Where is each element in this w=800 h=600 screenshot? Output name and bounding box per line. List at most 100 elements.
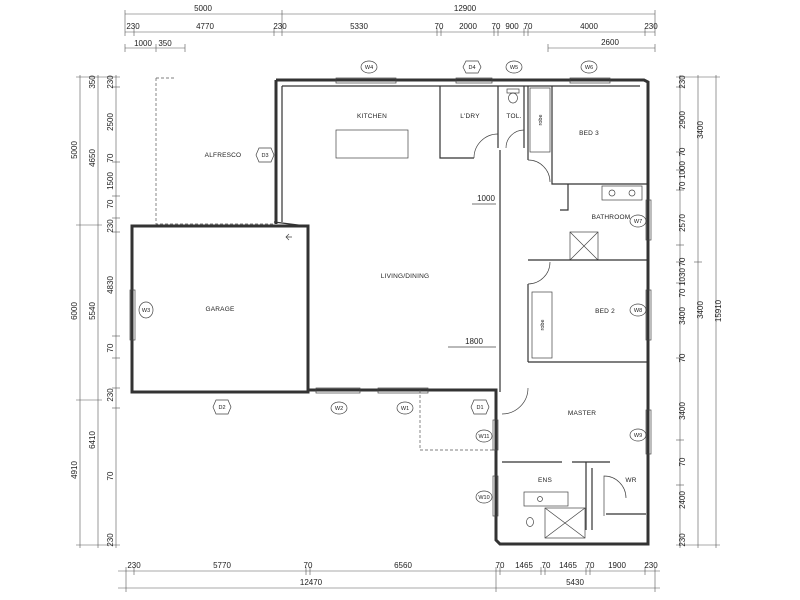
dim-left-70: 70 [106,343,115,352]
tag-w9: W9 [629,428,647,442]
dim-bottom-1465: 1465 [559,561,577,570]
tag-w11-label: W11 [479,434,490,440]
dim-bottom-1465: 1465 [515,561,533,570]
dim-bottom-1900: 1900 [608,561,626,570]
room-garage: GARAGE [205,306,234,313]
dim-top-4000: 4000 [580,22,598,31]
dim-right-3400: 3400 [678,402,687,420]
dim-left-6410: 6410 [88,431,97,449]
tag-w7: W7 [629,214,647,228]
tag-w7-label: W7 [634,219,642,225]
dim-top-350: 350 [158,39,172,48]
dim-top-70: 70 [524,22,533,31]
room-bed2: BED 2 [595,308,615,315]
tag-d3-label: D3 [261,153,268,159]
tag-w8-label: W8 [634,308,642,314]
dim-right-3400: 3400 [696,301,705,319]
dim-bottom-5770: 5770 [213,561,231,570]
tag-w2-label: W2 [335,406,343,412]
dim-bottom-70: 70 [304,561,313,570]
dim-left-230: 230 [106,388,115,402]
tag-w5: W5 [505,60,523,74]
tag-w2: W2 [330,401,348,415]
dim-left-230: 230 [106,533,115,547]
dim-left-230: 230 [106,219,115,233]
dim-bottom-70: 70 [542,561,551,570]
dim-top-overall-12900: 12900 [454,4,477,13]
walls [130,77,650,546]
openings [129,77,652,517]
dim-left-70: 70 [106,471,115,480]
dim-right-3400: 3400 [696,121,705,139]
dim-top-1000: 1000 [134,39,152,48]
tag-w3-label: W3 [142,308,150,314]
tag-w1: W1 [396,401,414,415]
dim-left-230: 230 [106,75,115,89]
tag-d3: D3 [255,147,275,163]
dim-left-5540: 5540 [88,302,97,320]
dim-left-4910: 4910 [70,461,79,479]
room-ensuite: ENS [538,477,552,484]
room-kitchen: KITCHEN [357,113,387,120]
tag-d2-label: D2 [218,405,225,411]
dim-left-1500: 1500 [106,172,115,190]
dim-left-350: 350 [88,75,97,89]
dim-right-230: 230 [678,533,687,547]
tag-w4: W4 [360,60,378,74]
dim-left-4830: 4830 [106,276,115,294]
tag-d1: D1 [470,399,490,415]
top-dimensions: 5000 12900 230 4770 230 5330 70 2000 70 … [126,4,658,48]
dim-top-2000: 2000 [459,22,477,31]
dim-top-70: 70 [435,22,444,31]
dim-bottom-230: 230 [644,561,658,570]
dim-bottom-5430: 5430 [566,578,584,587]
room-toilet: TOL. [506,113,521,120]
dim-left-4650: 4650 [88,149,97,167]
dim-top-230: 230 [273,22,287,31]
internal-dim-1800: 1800 [465,337,483,346]
dim-top-900: 900 [505,22,519,31]
dim-right-70: 70 [678,288,687,297]
opening-tags: W4 D4 W5 W6 D3 W7 W3 W8 [138,60,647,504]
right-dimensions: 230 2900 70 1000 70 2570 70 1030 70 3400… [678,75,723,547]
tag-w4-label: W4 [365,65,373,71]
dimension-lines [76,10,720,592]
tag-d4: D4 [462,60,482,74]
dim-bottom-230: 230 [127,561,141,570]
tag-w6-label: W6 [585,65,593,71]
dim-top-230: 230 [126,22,140,31]
dim-right-70: 70 [678,257,687,266]
room-laundry: L'DRY [460,113,480,120]
dim-right-3400: 3400 [678,307,687,325]
dim-right-1030: 1030 [678,268,687,286]
tag-w10-label: W10 [478,495,489,501]
dim-left-5000: 5000 [70,141,79,159]
robe-label-bed3: robe [538,114,544,125]
dim-top-70: 70 [492,22,501,31]
dim-right-15910: 15910 [714,299,723,322]
tag-w8: W8 [629,303,647,317]
dim-left-70: 70 [106,153,115,162]
dim-right-1000: 1000 [678,161,687,179]
room-living-dining: LIVING/DINING [381,273,429,280]
dim-top-4770: 4770 [196,22,214,31]
room-bed3: BED 3 [579,130,599,137]
left-dimensions: 5000 6000 4910 350 4650 5540 6410 230 25… [70,75,115,547]
tag-d4-label: D4 [468,65,475,71]
dim-left-6000: 6000 [70,302,79,320]
dim-left-2500: 2500 [106,113,115,131]
dim-right-70: 70 [678,181,687,190]
dim-top-5330: 5330 [350,22,368,31]
dim-bottom-12470: 12470 [300,578,323,587]
dim-bottom-70: 70 [586,561,595,570]
tag-d1-label: D1 [476,405,483,411]
dim-right-2570: 2570 [678,214,687,232]
tag-w1-label: W1 [401,406,409,412]
dim-right-230: 230 [678,75,687,89]
dim-right-2400: 2400 [678,491,687,509]
room-master: MASTER [568,410,596,417]
room-walk-in-robe: WR [625,477,636,484]
tag-w5-label: W5 [510,65,518,71]
dim-right-70: 70 [678,457,687,466]
